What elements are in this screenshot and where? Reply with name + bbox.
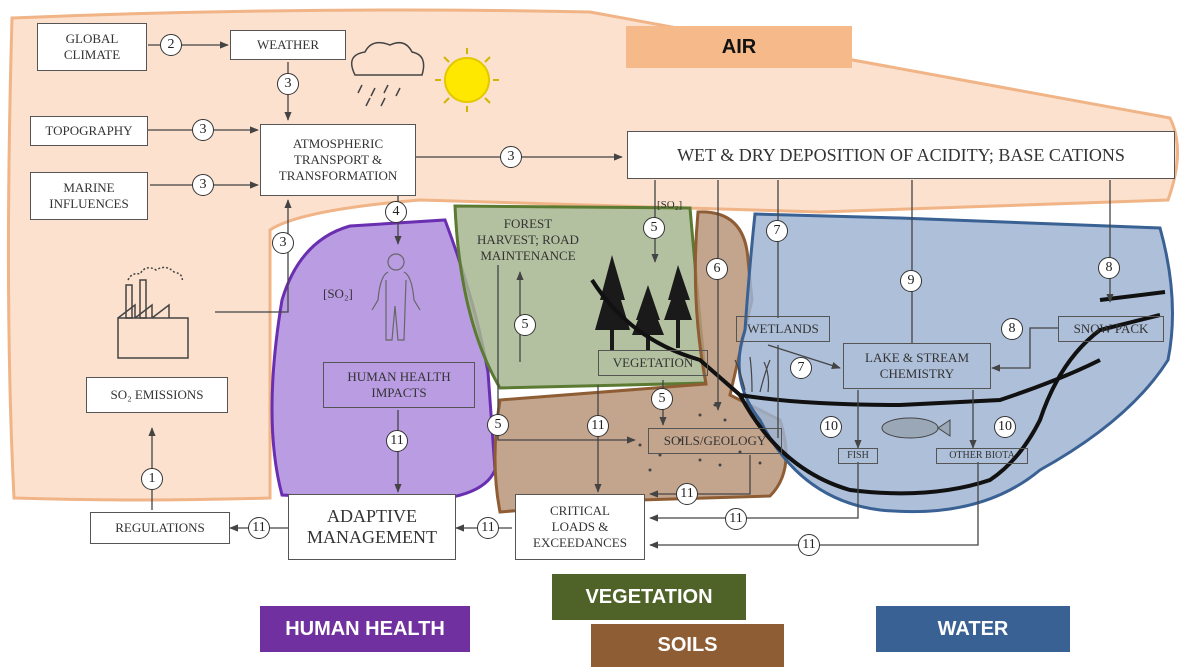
step-number-1: 1 [141, 468, 163, 490]
soils-geology-box: SOILS/GEOLOGY [648, 428, 782, 454]
step-number-3-emissions: 3 [272, 232, 294, 254]
step-number-4: 4 [385, 201, 407, 223]
step-number-8-deposition: 8 [1098, 257, 1120, 279]
lake-stream-chemistry-box: LAKE & STREAM CHEMISTRY [843, 343, 991, 389]
step-number-11-vegetation: 11 [587, 415, 609, 437]
step-number-10-biota: 10 [994, 416, 1016, 438]
topography-box: TOPOGRAPHY [30, 116, 148, 146]
global-climate-box: GLOBAL CLIMATE [37, 23, 147, 71]
so2-vegetation-label: [SO₂] [657, 199, 682, 211]
snow-pack-box: SNOW PACK [1058, 316, 1164, 342]
sun-icon [435, 48, 499, 112]
atmospheric-transport-box: ATMOSPHERIC TRANSPORT & TRANSFORMATION [260, 124, 416, 196]
step-number-11-regulations: 11 [248, 517, 270, 539]
step-number-3-marine: 3 [192, 174, 214, 196]
water-category-label: WATER [876, 606, 1070, 652]
vegetation-category-label: VEGETATION [552, 574, 746, 620]
step-number-3-topography: 3 [192, 119, 214, 141]
air-category-label: AIR [626, 26, 852, 68]
fish-box: FISH [838, 448, 878, 464]
weather-box: WEATHER [230, 30, 346, 60]
step-number-7-wetlands: 7 [790, 357, 812, 379]
step-number-9: 9 [900, 270, 922, 292]
wetlands-box: WETLANDS [736, 316, 830, 342]
human-health-impacts-box: HUMAN HEALTH IMPACTS [323, 362, 475, 408]
step-number-5-soils: 5 [651, 388, 673, 410]
soils-category-label: SOILS [591, 624, 784, 667]
so2-person-label: [SO₂] [323, 286, 353, 302]
deposition-box: WET & DRY DEPOSITION OF ACIDITY; BASE CA… [627, 131, 1175, 179]
human-health-category-label: HUMAN HEALTH [260, 606, 470, 652]
marine-influences-box: MARINE INFLUENCES [30, 172, 148, 220]
step-number-11-critical: 11 [477, 517, 499, 539]
step-number-7-deposition: 7 [766, 220, 788, 242]
vegetation-box: VEGETATION [598, 350, 708, 376]
step-number-2: 2 [160, 34, 182, 56]
step-number-8-snow: 8 [1001, 318, 1023, 340]
step-number-3-deposition: 3 [500, 146, 522, 168]
step-number-3-weather: 3 [277, 73, 299, 95]
step-number-11-soils: 11 [676, 483, 698, 505]
step-number-11-biota: 11 [798, 534, 820, 556]
forest-harvest-box: FOREST HARVEST; ROAD MAINTENANCE [466, 210, 590, 270]
critical-loads-box: CRITICAL LOADS & EXCEEDANCES [515, 494, 645, 560]
step-number-6: 6 [706, 258, 728, 280]
step-number-5-forest: 5 [514, 314, 536, 336]
step-number-10-fish: 10 [820, 416, 842, 438]
step-number-11-human: 11 [386, 430, 408, 452]
other-biota-box: OTHER BIOTA [936, 448, 1028, 464]
step-number-5-deposition: 5 [643, 217, 665, 239]
adaptive-management-box: ADAPTIVE MANAGEMENT [288, 494, 456, 560]
step-number-11-lake: 11 [725, 508, 747, 530]
step-number-5-harvest-soils: 5 [487, 414, 509, 436]
so2-emissions-box: SO₂ EMISSIONS [86, 377, 228, 413]
regulations-box: REGULATIONS [90, 512, 230, 544]
